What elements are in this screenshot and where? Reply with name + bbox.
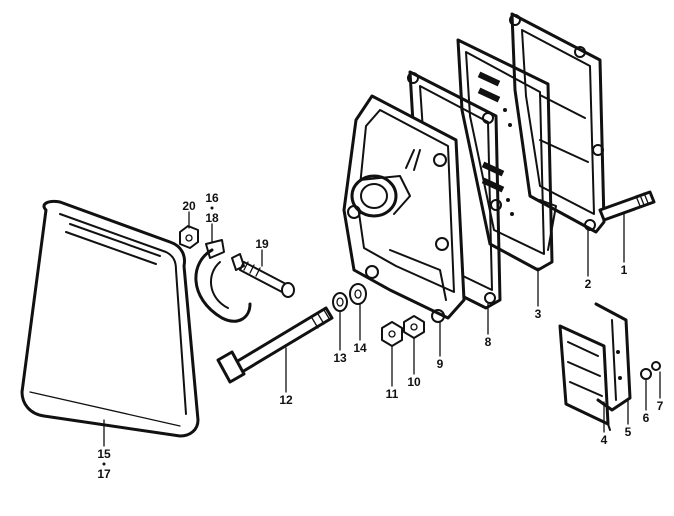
callout-18: 18 — [205, 211, 219, 225]
callout-20: 20 — [182, 199, 196, 213]
reed-valve-part-4 — [558, 324, 611, 431]
nut-part-10 — [403, 315, 425, 339]
gasket-part-2 — [509, 12, 606, 234]
callout-17: 17 — [97, 467, 111, 481]
bolt-part-12 — [216, 306, 334, 384]
callout-11: 11 — [386, 387, 399, 401]
reed-stopper-part-5 — [594, 302, 632, 412]
callout-13: 13 — [333, 351, 347, 365]
callout-4: 4 — [601, 433, 608, 447]
nut-part-11 — [381, 321, 403, 347]
callout-6: 6 — [643, 411, 650, 425]
callout-1: 1 — [621, 263, 628, 277]
clamp-part-18 — [194, 239, 252, 323]
callout-2: 2 — [585, 277, 592, 291]
callout-5: 5 — [625, 425, 632, 439]
bolt-part-19 — [239, 261, 295, 298]
callout-12: 12 — [279, 393, 293, 407]
callout-3: 3 — [535, 307, 542, 321]
callout-8: 8 — [485, 335, 492, 349]
stud-part-1 — [598, 190, 656, 222]
callout-16-18-dot — [210, 206, 214, 210]
callout-15-17-dot — [102, 462, 106, 466]
nut-part-20 — [179, 225, 199, 249]
callout-14: 14 — [353, 341, 367, 355]
reed-block-part-3 — [456, 38, 557, 272]
silencer-case-part-15 — [20, 200, 200, 438]
callout-16: 16 — [205, 191, 219, 205]
reed-housing-part-9 — [342, 94, 466, 323]
washer-part-13 — [332, 292, 348, 312]
callout-15: 15 — [97, 447, 111, 461]
callout-7: 7 — [657, 399, 664, 413]
callout-labels: 1 2 3 4 5 6 7 8 9 10 11 12 13 14 15 17 1… — [97, 191, 663, 481]
callout-19: 19 — [255, 237, 269, 251]
leader-lines — [103, 211, 661, 447]
callout-9: 9 — [437, 357, 444, 371]
callout-10: 10 — [407, 375, 421, 389]
washer-part-14 — [349, 283, 367, 305]
washer-part-7 — [651, 361, 661, 371]
screw-part-6 — [640, 368, 652, 380]
